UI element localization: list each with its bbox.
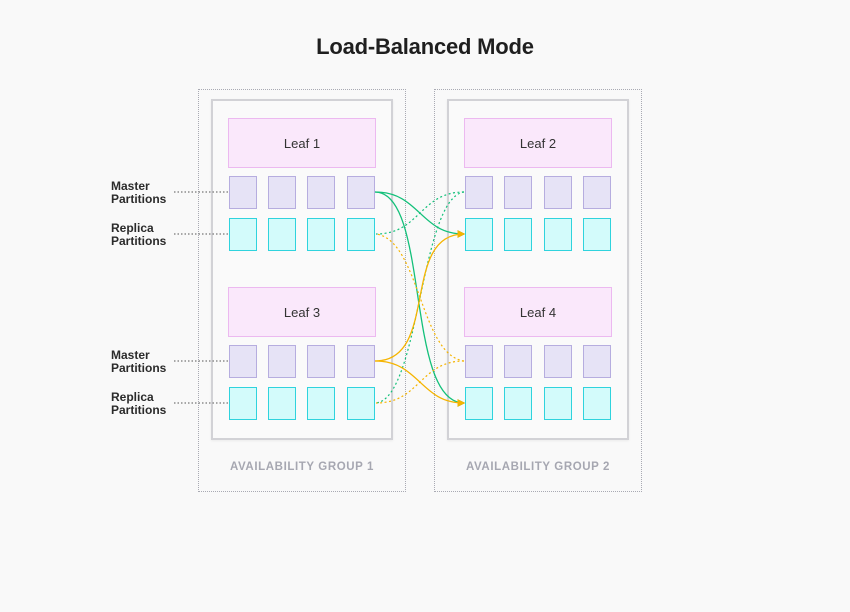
leaf-4-master-partition [583,345,611,378]
replica-partitions-label-top: Replica Partitions [111,222,166,248]
leaf-1-replica-partition [229,218,257,251]
leaf-4-master-partition [504,345,532,378]
leaf-4-replica-partition [504,387,532,420]
orange-dotted-link [375,360,465,404]
label-line-2: Partitions [111,403,167,417]
orange-replication-link [374,230,466,362]
label-line-2: Partitions [111,234,167,248]
leaf-4-master-partition [544,345,572,378]
leaf-3-replica-partition [347,387,375,420]
leaf-2-master-partition [583,176,611,209]
leaf-1-master-partition [307,176,335,209]
leaf-2-master-partition [465,176,493,209]
leaf-4-replica-partition [465,387,493,420]
leaf-2-replica-partition [544,218,572,251]
leaf-1: Leaf 1 [228,118,376,168]
leaf-2-replica-partition [504,218,532,251]
green-dotted-link [375,191,465,235]
leaf-3-master-partition [268,345,296,378]
leaf-1-replica-partition [268,218,296,251]
leaf-1-replica-partition [347,218,375,251]
leaf-4-label: Leaf 4 [519,304,557,320]
leaf-4-replica-partition [583,387,611,420]
label-line-1: Master [111,179,150,193]
leaf-2-label: Leaf 2 [519,135,557,151]
leaf-2-replica-partition [583,218,611,251]
leaf-1-master-partition [229,176,257,209]
label-line-1: Replica [111,221,154,235]
availability-group-2-label: AVAILABILITY GROUP 2 [465,461,611,473]
availability-group-1-label: AVAILABILITY GROUP 1 [229,461,375,473]
replica-partitions-label-bottom: Replica Partitions [111,391,166,417]
leaf-3-master-partition [229,345,257,378]
green-replication-link [374,191,466,407]
leaf-1-label: Leaf 1 [283,135,321,151]
leaf-3-master-partition [307,345,335,378]
leaf-1-master-partition [347,176,375,209]
master-partitions-label-bottom: Master Partitions [111,349,166,375]
master-partitions-label-top: Master Partitions [111,180,166,206]
leaf-3-label: Leaf 3 [283,304,321,320]
leaf-4-replica-partition [544,387,572,420]
label-line-1: Master [111,348,150,362]
availability-group-2 [434,89,642,492]
leaf-3-replica-partition [229,387,257,420]
leaf-1-master-partition [268,176,296,209]
leaf-2-master-partition [504,176,532,209]
orange-dotted-link [375,233,465,362]
label-line-2: Partitions [111,361,167,375]
leaf-4-master-partition [465,345,493,378]
leaf-3-replica-partition [268,387,296,420]
label-line-2: Partitions [111,192,167,206]
leaf-2-master-partition [544,176,572,209]
leaf-3: Leaf 3 [228,287,376,337]
leaf-4: Leaf 4 [464,287,612,337]
availability-group-1 [198,89,406,492]
diagram-title: Load-Balanced Mode [316,34,534,59]
leaf-2: Leaf 2 [464,118,612,168]
leaf-1-replica-partition [307,218,335,251]
leaf-3-master-partition [347,345,375,378]
leaf-2-replica-partition [465,218,493,251]
leaf-3-replica-partition [307,387,335,420]
label-line-1: Replica [111,390,154,404]
